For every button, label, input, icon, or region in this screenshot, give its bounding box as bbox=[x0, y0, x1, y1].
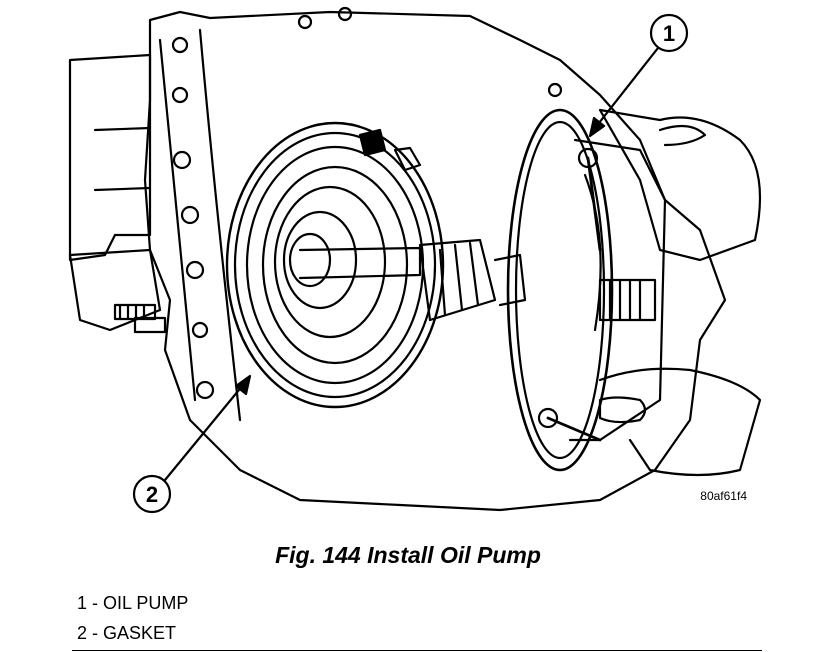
transmission-case bbox=[68, 10, 727, 512]
callout-1-number: 1 bbox=[663, 21, 675, 46]
callout-2: 2 bbox=[132, 374, 252, 514]
callout-1-arrowhead bbox=[588, 116, 606, 138]
gasket bbox=[225, 121, 445, 409]
legend: 1 - OIL PUMP 2 - GASKET bbox=[77, 588, 188, 648]
callout-1-leader bbox=[593, 46, 660, 130]
input-shaft bbox=[298, 238, 527, 322]
oil-pump bbox=[506, 108, 667, 472]
callout-2-leader bbox=[163, 383, 245, 482]
legend-item-oil-pump: 1 - OIL PUMP bbox=[77, 593, 189, 613]
image-code: 80af61f4 bbox=[700, 489, 747, 503]
bottom-rule bbox=[72, 650, 762, 651]
hands bbox=[598, 108, 762, 477]
legend-item-gasket: 2 - GASKET bbox=[77, 623, 177, 643]
case-bolt-holes bbox=[171, 6, 563, 400]
case-bore bbox=[245, 128, 425, 385]
callout-1-circle bbox=[649, 13, 689, 53]
figure-caption: Fig. 144 Install Oil Pump bbox=[275, 542, 541, 568]
callout-2-number: 2 bbox=[146, 482, 158, 507]
oil-pump-installation-illustration: 1 2 80af61f4 bbox=[68, 6, 762, 514]
callout-2-circle bbox=[132, 474, 172, 514]
mounting-studs bbox=[113, 303, 167, 334]
callout-2-arrowhead bbox=[234, 374, 252, 396]
callout-1: 1 bbox=[588, 13, 689, 138]
